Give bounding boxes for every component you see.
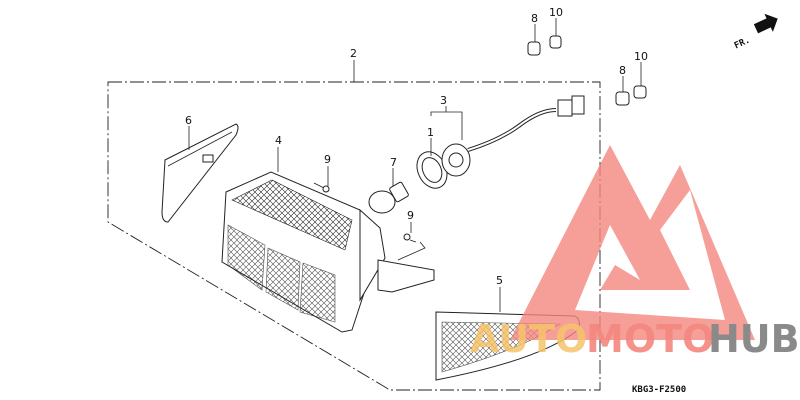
front-direction-arrow-icon xyxy=(753,13,778,34)
watermark-hub: HUB xyxy=(708,317,800,361)
callout-1: 1 xyxy=(427,126,434,139)
watermark-auto: AUTO xyxy=(470,317,587,361)
diagram-code: KBG3-F2500 xyxy=(632,385,686,395)
callout-6: 6 xyxy=(185,114,192,127)
part-4-headlight xyxy=(221,147,435,333)
front-direction-label: FR. xyxy=(733,35,752,51)
part-7-bulb xyxy=(368,168,409,214)
part-9-screw-lower xyxy=(397,222,426,261)
callout-8-upper: 8 xyxy=(531,12,538,25)
watermark-logo xyxy=(510,145,755,340)
callout-10-upper: 10 xyxy=(549,6,563,19)
part-8-10-nuts-upper xyxy=(527,18,562,56)
callout-10-lower: 10 xyxy=(634,50,648,63)
part-3-socket-harness xyxy=(430,95,585,177)
callout-4: 4 xyxy=(275,134,282,147)
callout-9-upper: 9 xyxy=(324,153,331,166)
callout-2: 2 xyxy=(350,47,357,60)
callout-9-lower: 9 xyxy=(407,209,414,222)
part-9-screw-upper xyxy=(313,166,330,193)
callout-5: 5 xyxy=(496,274,503,287)
callout-8-lower: 8 xyxy=(619,64,626,77)
part-6-reflector xyxy=(161,123,239,223)
assembly-boundary xyxy=(107,81,601,391)
callout-7: 7 xyxy=(390,156,397,169)
watermark-moto: MOTO xyxy=(586,317,714,361)
callout-3: 3 xyxy=(440,94,447,107)
part-8-10-nuts-lower xyxy=(615,62,647,106)
